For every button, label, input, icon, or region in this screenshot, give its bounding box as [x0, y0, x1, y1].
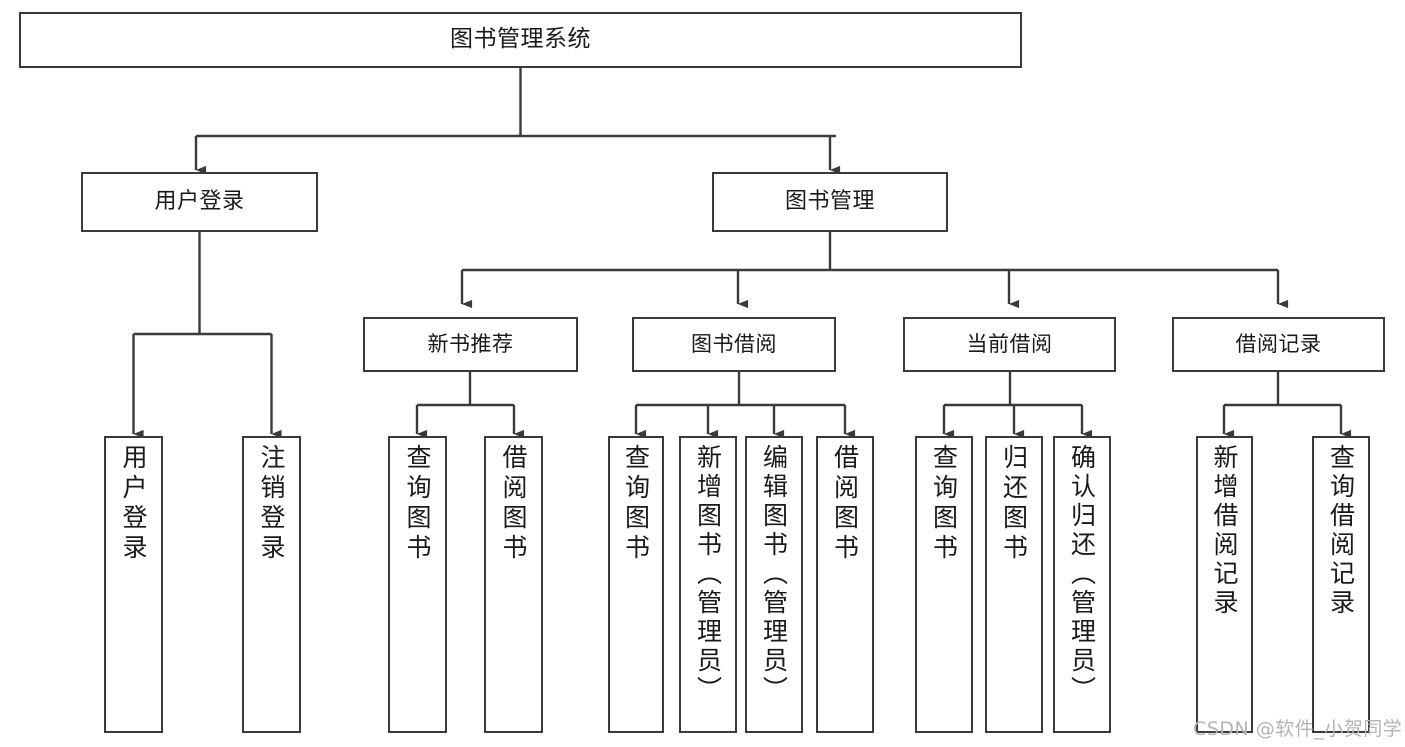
node-book-borrow[interactable]: 图书借阅 — [632, 317, 836, 372]
leaf-label: 注销登录 — [257, 444, 286, 564]
leaf-label: 借阅图书 — [499, 444, 528, 564]
node-label: 当前借阅 — [966, 332, 1053, 357]
node-label: 借阅记录 — [1235, 332, 1322, 357]
leaf-add-book-admin[interactable]: 新增图书（管理员） — [679, 436, 737, 733]
leaf-label: 借阅图书 — [830, 444, 860, 564]
watermark-text: CSDN @软件_小贺同学 — [1193, 718, 1403, 740]
leaf-label: 归还图书 — [999, 444, 1029, 564]
node-book-management[interactable]: 图书管理 — [712, 172, 948, 232]
node-label: 图书管理 — [784, 189, 875, 215]
leaf-edit-book-admin[interactable]: 编辑图书（管理员） — [745, 436, 803, 733]
leaf-query-borrow-record[interactable]: 查询借阅记录 — [1312, 436, 1370, 733]
leaf-label: 查询借阅记录 — [1326, 444, 1356, 618]
leaf-query-book-current[interactable]: 查询图书 — [915, 436, 973, 733]
node-new-book-recommend[interactable]: 新书推荐 — [363, 317, 578, 372]
node-borrow-record[interactable]: 借阅记录 — [1172, 317, 1385, 372]
node-current-borrow[interactable]: 当前借阅 — [903, 317, 1116, 372]
leaf-add-borrow-record[interactable]: 新增借阅记录 — [1196, 436, 1253, 733]
node-label: 图书借阅 — [691, 332, 777, 357]
leaf-logout-login[interactable]: 注销登录 — [242, 436, 301, 733]
leaf-borrow-book[interactable]: 借阅图书 — [816, 436, 874, 733]
leaf-confirm-return-admin[interactable]: 确认归还（管理员） — [1053, 436, 1111, 733]
leaf-label: 查询图书 — [621, 444, 651, 564]
leaf-label: 用户登录 — [119, 444, 148, 564]
node-label: 用户登录 — [154, 189, 245, 215]
leaf-borrow-book-recommend[interactable]: 借阅图书 — [484, 436, 543, 733]
leaf-user-login[interactable]: 用户登录 — [104, 436, 163, 733]
leaf-label: 确认归还（管理员） — [1067, 444, 1097, 705]
leaf-query-book-borrow[interactable]: 查询图书 — [608, 436, 664, 733]
node-label: 图书管理系统 — [450, 26, 591, 53]
leaf-label: 编辑图书（管理员） — [759, 444, 789, 705]
leaf-label: 查询图书 — [403, 444, 432, 564]
node-book-management-system[interactable]: 图书管理系统 — [19, 12, 1022, 68]
node-label: 新书推荐 — [427, 332, 514, 357]
leaf-label: 新增借阅记录 — [1210, 444, 1239, 618]
leaf-label: 新增图书（管理员） — [693, 444, 723, 705]
leaf-query-book-recommend[interactable]: 查询图书 — [388, 436, 447, 733]
leaf-label: 查询图书 — [929, 444, 959, 564]
node-user-login[interactable]: 用户登录 — [81, 172, 318, 232]
leaf-return-book[interactable]: 归还图书 — [985, 436, 1043, 733]
